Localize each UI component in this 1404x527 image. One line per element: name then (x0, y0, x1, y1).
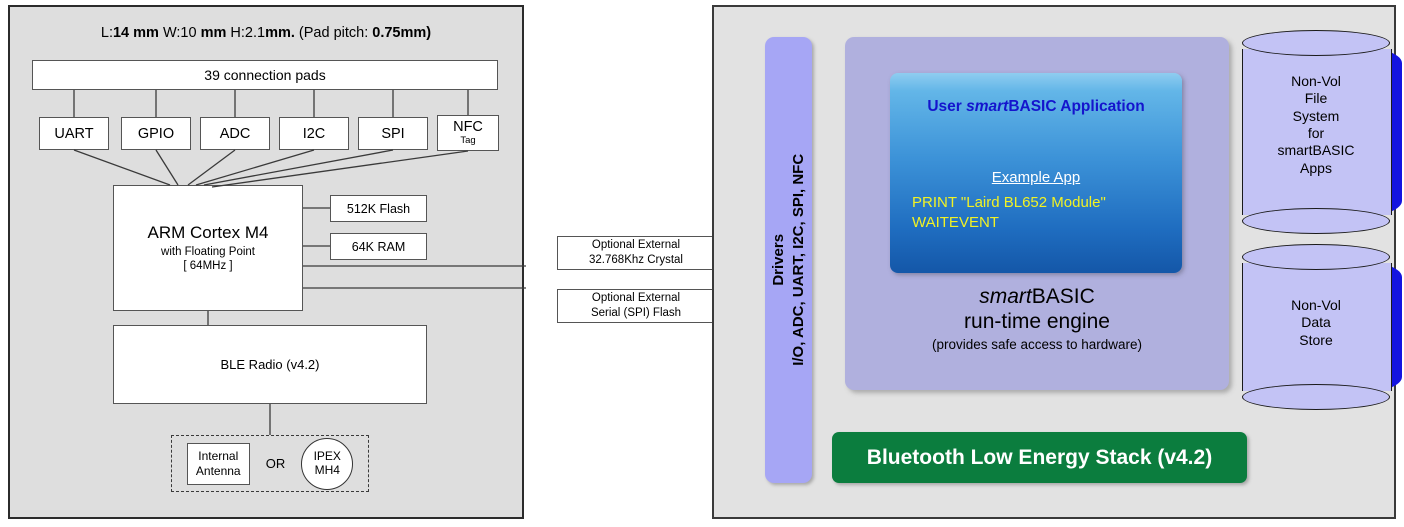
external-serial-flash-line1: Optional External (591, 292, 681, 305)
cpu-clock-label: [ 64MHz ] (183, 260, 233, 272)
ipex-line1: IPEX (313, 448, 341, 463)
internal-antenna-line1: Internal (198, 449, 239, 464)
example-app-code: PRINT "Laird BL652 Module" WAITEVENT (912, 193, 1172, 233)
cylinder-bottom-ellipse (1242, 208, 1390, 234)
peripheral-block-nfc: NFC Tag (437, 115, 499, 151)
memory-label-ram: 64K RAM (351, 239, 406, 254)
internal-antenna-line2: Antenna (195, 463, 241, 478)
connection-pads-block: 39 connection pads (32, 60, 498, 90)
cylinder-top-ellipse (1242, 244, 1390, 270)
ble-radio-block: BLE Radio (v4.2) (113, 325, 427, 404)
peripheral-block-uart: UART (39, 117, 109, 150)
user-application-title: User smartBASIC Application (890, 98, 1182, 116)
dimension-length-value: 14 mm (112, 25, 159, 41)
ble-stack-block: Bluetooth Low Energy Stack (v4.2) (832, 432, 1247, 483)
external-serial-flash-block: Optional External Serial (SPI) Flash (557, 289, 715, 323)
internal-antenna-block: Internal Antenna (186, 442, 250, 485)
ipex-connector-block: IPEX MH4 (301, 437, 354, 490)
runtime-engine-caption: smartBASIC run-time engine (provides saf… (845, 285, 1229, 355)
antenna-or-label: OR (265, 456, 286, 471)
dimension-length-label: L: (100, 25, 113, 41)
dimension-width-unit: mm (200, 25, 227, 41)
app-title-prefix: User (927, 98, 967, 115)
software-stack-panel: Drivers I/O, ADC, UART, I2C, SPI, NFC Us… (712, 5, 1402, 519)
peripheral-sublabel-nfc-tag: Tag (460, 134, 476, 146)
app-title-suffix: BASIC Application (1008, 98, 1145, 115)
external-crystal-block: Optional External 32.768Khz Crystal (557, 236, 715, 270)
ipex-line2: MH4 (314, 462, 340, 477)
runtime-engine-name-smart: smart (979, 285, 1032, 308)
peripheral-block-adc: ADC (200, 117, 270, 150)
app-title-smart: smart (966, 98, 1009, 115)
cylinder-body (1242, 49, 1392, 215)
peripheral-label-adc: ADC (219, 125, 251, 142)
memory-label-flash: 512K Flash (346, 201, 411, 216)
example-app-heading: Example App (991, 169, 1081, 186)
cpu-fpu-label: with Floating Point (161, 245, 255, 258)
module-dimensions-title: L:14 mm W:10 mm H:2.1mm. (Pad pitch: 0.7… (10, 25, 522, 41)
runtime-engine-name-basic: BASIC (1031, 285, 1095, 308)
hardware-block-diagram-panel: L:14 mm W:10 mm H:2.1mm. (Pad pitch: 0.7… (8, 5, 715, 519)
external-serial-flash-line2: Serial (SPI) Flash (590, 307, 682, 319)
pad-pitch-label: (Pad pitch: (294, 25, 373, 41)
peripheral-label-uart: UART (54, 125, 94, 142)
ble-radio-label: BLE Radio (v4.2) (220, 357, 320, 372)
data-store-label: Non-Vol Data Store (1291, 297, 1341, 348)
pad-pitch-value: 0.75mm) (372, 25, 432, 41)
cpu-core-name: ARM Cortex M4 (147, 222, 269, 242)
peripheral-label-gpio: GPIO (137, 125, 175, 142)
cpu-core-block: ARM Cortex M4 with Floating Point [ 64MH… (113, 185, 303, 311)
cylinder-body (1242, 263, 1392, 391)
peripheral-block-spi: SPI (358, 117, 428, 150)
file-system-label: Non-Vol File System for smartBASIC Apps (1277, 73, 1355, 176)
drivers-layer-block: Drivers I/O, ADC, UART, I2C, SPI, NFC (765, 37, 812, 483)
dimension-height-label: H:2.1 (226, 25, 266, 41)
peripheral-label-i2c: I2C (302, 125, 326, 142)
memory-block-ram: 64K RAM (330, 233, 427, 260)
runtime-engine-description: (provides safe access to hardware) (931, 336, 1143, 352)
drivers-interface-list: I/O, ADC, UART, I2C, SPI, NFC (789, 154, 807, 366)
drivers-layer-text: Drivers I/O, ADC, UART, I2C, SPI, NFC (769, 154, 809, 366)
connection-pads-label: 39 connection pads (204, 67, 326, 83)
storage-cylinder-file-system: Non-Vol File System for smartBASIC Apps (1242, 30, 1402, 234)
peripheral-label-nfc: NFC (453, 119, 483, 136)
external-crystal-line2: 32.768Khz Crystal (589, 254, 683, 266)
memory-block-flash: 512K Flash (330, 195, 427, 222)
code-line-print: PRINT "Laird BL652 Module" (912, 194, 1106, 211)
peripheral-label-spi: SPI (381, 125, 405, 142)
cylinder-bottom-ellipse (1242, 384, 1390, 410)
runtime-engine-subtitle: run-time engine (964, 309, 1110, 333)
peripheral-block-gpio: GPIO (121, 117, 191, 150)
drivers-title: Drivers (769, 234, 787, 286)
runtime-engine-name: smartBASIC (845, 285, 1229, 310)
dimension-width-label: W:10 (158, 25, 201, 41)
antenna-option-group: Internal Antenna OR IPEX MH4 (171, 435, 369, 492)
code-line-waitevent: WAITEVENT (912, 213, 999, 231)
smartbasic-runtime-block: User smartBASIC Application Example App … (845, 37, 1229, 390)
storage-cylinder-data-store: Non-Vol Data Store (1242, 244, 1402, 410)
external-crystal-line1: Optional External (591, 239, 681, 252)
cylinder-top-ellipse (1242, 30, 1390, 56)
user-application-block: User smartBASIC Application Example App … (890, 73, 1182, 273)
ble-stack-label: Bluetooth Low Energy Stack (v4.2) (866, 445, 1213, 469)
dimension-height-unit: mm. (265, 25, 295, 41)
peripheral-block-i2c: I2C (279, 117, 349, 150)
